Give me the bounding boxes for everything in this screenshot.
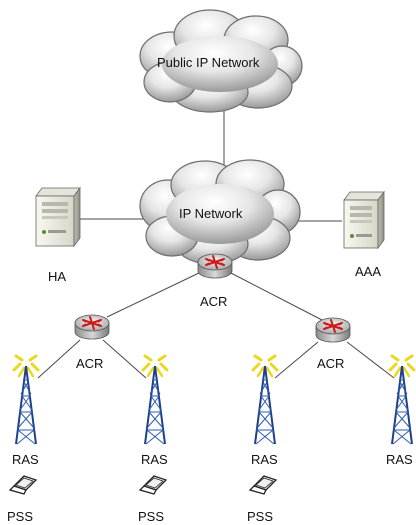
pss-label-3: PSS: [247, 509, 273, 524]
acr-right-label: ACR: [317, 356, 344, 371]
acr-router-right: [315, 317, 351, 343]
acr-router-left: [74, 314, 110, 340]
ras-label-4: RAS: [386, 452, 413, 467]
server-icon: [343, 190, 385, 250]
ras-tower-1: [12, 354, 40, 445]
laptop-icon: [8, 475, 38, 495]
ras-label-1: RAS: [12, 452, 39, 467]
laptop-icon: [248, 475, 278, 495]
acr-left-label: ACR: [76, 356, 103, 371]
ras-tower-4: [388, 354, 416, 445]
aaa-label: AAA: [355, 264, 381, 279]
link-acr-right-to-ras3: [274, 341, 319, 379]
radio-tower-icon: [141, 354, 169, 445]
ip-network-label: IP Network: [179, 206, 243, 221]
acr-center-label: ACR: [200, 294, 227, 309]
link-acr-left-to-ras2: [102, 339, 147, 379]
router-icon: [74, 314, 110, 340]
aaa-server: AAA: [343, 190, 385, 279]
connection-lines: [37, 108, 395, 379]
radio-tower-icon: [388, 354, 416, 445]
ha-server: HA: [35, 186, 81, 284]
link-acr-center-to-right: [228, 271, 323, 321]
link-acr-right-to-ras4: [346, 341, 395, 379]
ras-tower-2: [141, 354, 169, 445]
public-ip-network-cloud: Public IP Network: [139, 9, 303, 113]
pss-terminal-2: [138, 475, 168, 495]
ras-label-3: RAS: [251, 452, 278, 467]
laptop-icon: [138, 475, 168, 495]
link-acr-center-to-left: [106, 271, 202, 318]
acr-router-center: [197, 253, 233, 279]
pss-terminal-3: [248, 475, 278, 495]
ha-label: HA: [48, 269, 66, 284]
server-icon: [35, 186, 81, 248]
router-icon: [315, 317, 351, 343]
pss-label-2: PSS: [138, 509, 164, 524]
pss-terminal-1: [8, 475, 38, 495]
radio-tower-icon: [251, 354, 279, 445]
ip-network-cloud: IP Network: [139, 159, 301, 265]
radio-tower-icon: [12, 354, 40, 445]
ras-tower-3: [251, 354, 279, 445]
public-ip-network-label: Public IP Network: [157, 55, 260, 70]
ras-label-2: RAS: [141, 452, 168, 467]
link-acr-left-to-ras1: [37, 339, 81, 379]
router-icon: [197, 253, 233, 279]
pss-label-1: PSS: [7, 509, 33, 524]
